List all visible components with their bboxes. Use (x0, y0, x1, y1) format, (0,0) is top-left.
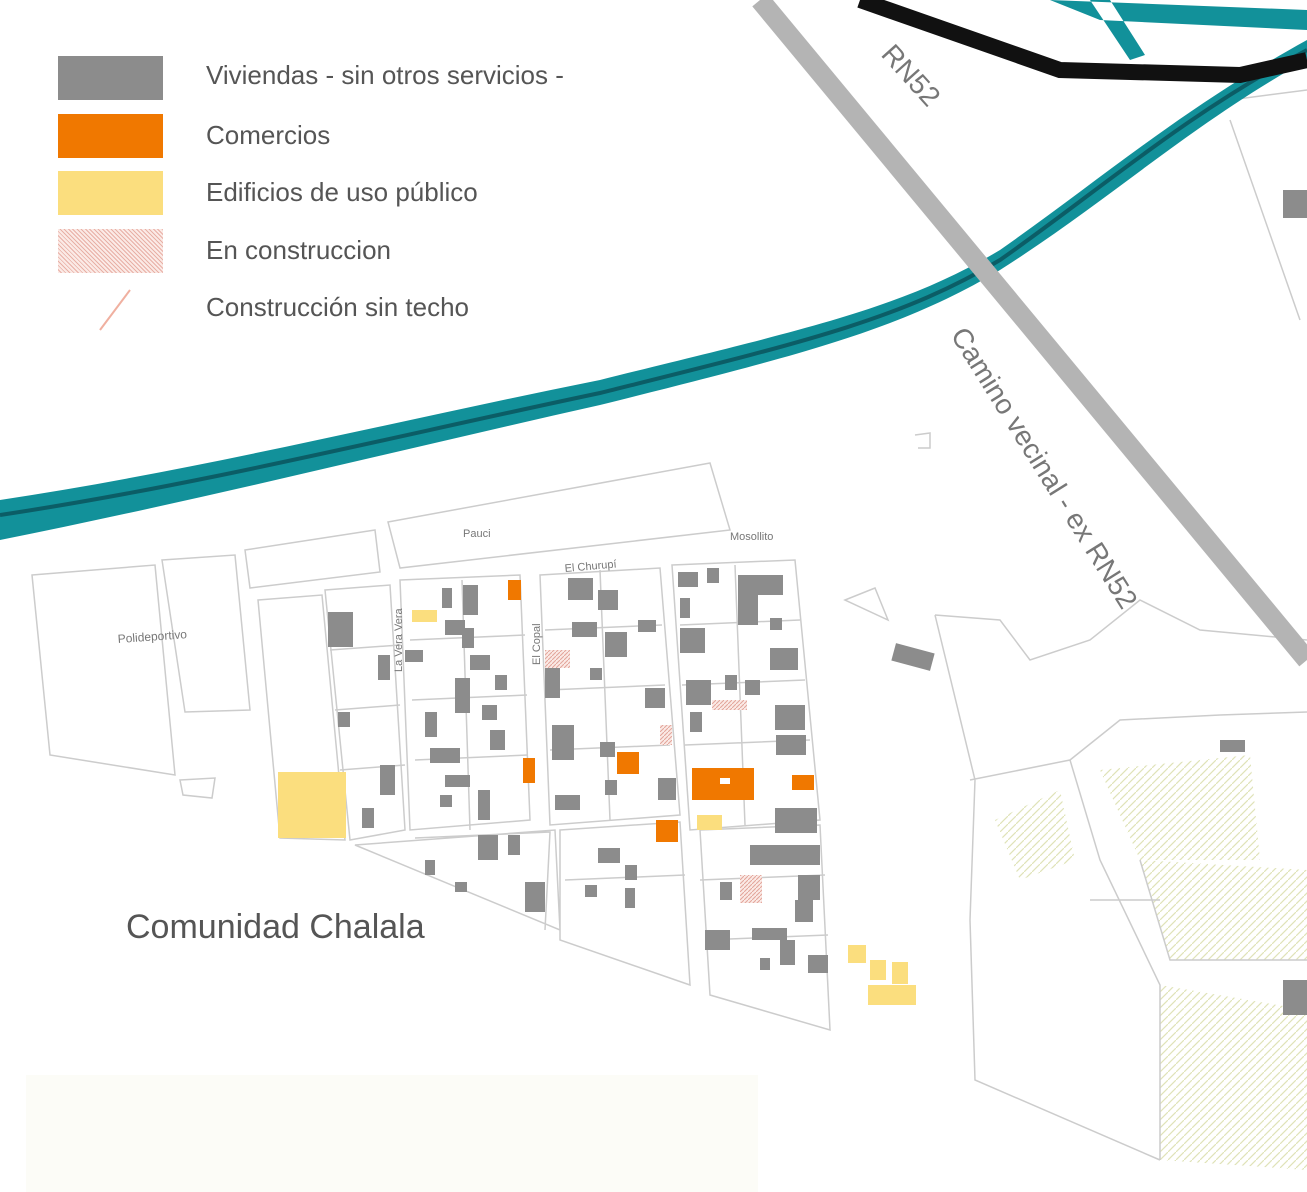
fields (934, 89, 1307, 1170)
legend-label: Comercios (206, 120, 331, 150)
public-buildings (278, 610, 916, 1005)
legend-swatch-commerce (58, 114, 163, 158)
street-label: Pauci (463, 528, 491, 540)
legend-swatch-public (58, 171, 163, 215)
legend-swatch-unroofed (99, 289, 131, 331)
lots (31, 432, 931, 1032)
street-label: El Copal (531, 623, 543, 665)
commerce-buildings (508, 580, 814, 842)
legend-swatch-housing (58, 56, 163, 100)
street-label: Mosollito (730, 531, 773, 543)
river (0, 0, 1307, 540)
community-label: Comunidad Chalala (126, 908, 425, 946)
houses (328, 190, 1307, 1015)
boundary-line (857, 0, 1307, 84)
legend-label: Construcción sin techo (206, 292, 470, 322)
legend-label: Edificios de uso público (206, 177, 478, 207)
road-rn52-label: RN52 (876, 38, 947, 112)
street-label: El Churupí (564, 559, 617, 575)
legend-swatch-construction (58, 229, 163, 273)
polideportivo-label: Polideportivo (117, 627, 188, 646)
road-camino-label: Camino vecinal - ex RN52 (945, 322, 1144, 614)
street-label: La Vera Vera (393, 608, 405, 672)
legend-label: En construccion (206, 235, 391, 265)
construction-buildings (545, 650, 762, 903)
legend-label: Viviendas - sin otros servicios - (206, 60, 564, 90)
road-rn52 (752, 0, 1307, 667)
map-inset-area (26, 1075, 758, 1192)
